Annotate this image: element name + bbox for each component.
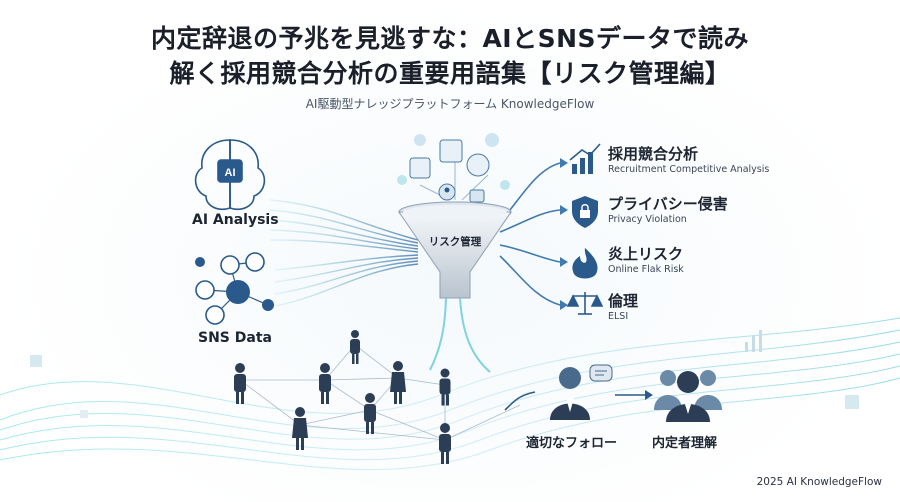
decorative-bars (30, 330, 859, 418)
funnel-shape (398, 201, 512, 373)
people-network (234, 330, 521, 464)
category-4-title: 倫理 (608, 292, 639, 310)
category-3-title: 炎上リスク (608, 245, 684, 263)
outcome-arrow-head (645, 390, 653, 400)
footer-copyright: 2025 AI KnowledgeFlow (756, 476, 882, 488)
category-3-subtitle: Online Flak Risk (608, 264, 684, 275)
page-title-line-1: 内定辞退の予兆を見逃すな：AIとSNSデータで読み (150, 24, 750, 53)
outcome-understanding-label: 内定者理解 (652, 436, 718, 451)
category-4-subtitle: ELSI (608, 311, 629, 322)
arrow-heads (560, 158, 568, 310)
category-1-subtitle: Recruitment Competitive Analysis (608, 164, 770, 175)
advisor-icon (550, 364, 613, 420)
shield-lock-icon (572, 196, 598, 228)
data-streams (269, 199, 419, 307)
floating-data-icons (397, 133, 510, 203)
category-2-subtitle: Privacy Violation (608, 214, 687, 225)
outcome-arrows (504, 391, 645, 411)
category-2-title: プライバシー侵害 (608, 195, 728, 213)
bar-chart-icon (569, 143, 601, 174)
funnel-label: リスク管理 (428, 236, 482, 248)
group-icon (654, 370, 722, 422)
svg-text:AI: AI (225, 167, 236, 179)
sns-data-label: SNS Data (198, 330, 272, 346)
page-title-line-2: 解く採用競合分析の重要用語集【リスク管理編】 (169, 59, 731, 88)
ai-brain-icon: AI (194, 139, 266, 211)
scales-icon (566, 292, 604, 315)
category-1-title: 採用競合分析 (608, 145, 699, 163)
outcome-follow-label: 適切なフォロー (526, 436, 618, 451)
social-network-icon (195, 252, 274, 325)
flame-icon (572, 248, 598, 279)
page-subtitle: AI駆動型ナレッジプラットフォーム KnowledgeFlow (305, 97, 595, 111)
ai-analysis-label: AI Analysis (192, 212, 279, 228)
